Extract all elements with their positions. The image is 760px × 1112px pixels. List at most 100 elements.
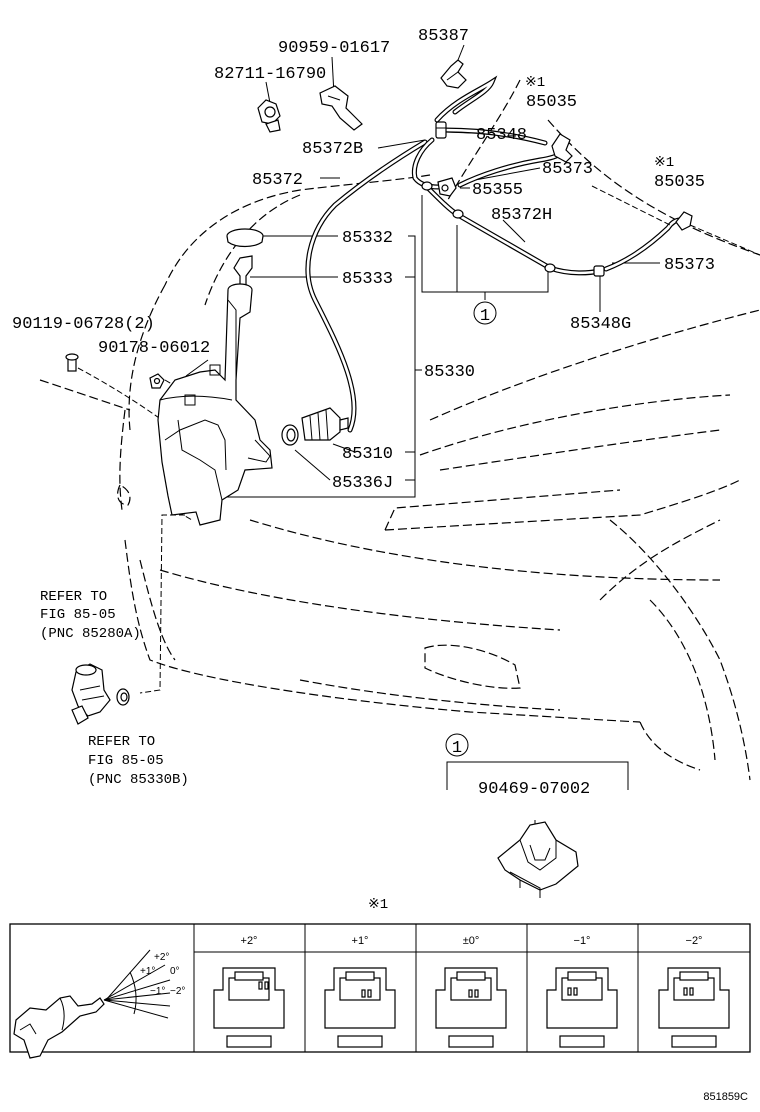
- callout-number: 1: [452, 739, 462, 758]
- connector-mark: [258, 981, 263, 990]
- connector-mark: [474, 989, 479, 998]
- connector-mark: [468, 989, 473, 998]
- ref-pump-motor: [71, 663, 111, 725]
- leader-lines: [185, 44, 660, 835]
- bolt-90119: [65, 353, 79, 372]
- connector-views: [213, 967, 730, 1048]
- note-marks: ※1 ※1 ※1: [368, 75, 674, 913]
- connector-base: [337, 1035, 383, 1048]
- connector-85348G: [593, 265, 605, 277]
- pump-85310: [301, 407, 349, 441]
- connector-mark: [567, 987, 572, 996]
- tee-85355: [437, 177, 457, 197]
- grommet-82711: [257, 99, 281, 133]
- label-85355: 85355: [472, 181, 523, 200]
- connector-view: [658, 967, 730, 1048]
- label-85310: 85310: [342, 445, 393, 464]
- label-85035-a: 85035: [526, 93, 577, 112]
- grommet-85336J: [281, 424, 299, 446]
- note-mark-85035-a: ※1: [525, 75, 545, 91]
- connector-mark: [683, 987, 688, 996]
- inset-angle-label: +2°: [154, 952, 169, 963]
- connector-base: [226, 1035, 272, 1048]
- angle-header-minus2: −2°: [686, 935, 703, 947]
- connector-mark: [361, 989, 366, 998]
- label-85373-b: 85373: [664, 256, 715, 275]
- inset-angle-label: −2°: [170, 986, 185, 997]
- label-85333: 85333: [342, 270, 393, 289]
- label-90119-06728: 90119-06728(2): [12, 315, 155, 334]
- refer-line: (PNC 85330B): [88, 772, 189, 788]
- refer-note-upper: REFER TO FIG 85-05 (PNC 85280A): [40, 589, 141, 642]
- label-85336J: 85336J: [332, 474, 393, 493]
- label-85348G: 85348G: [570, 315, 631, 334]
- nozzle-85035-a: [551, 133, 573, 163]
- label-90469-07002: 90469-07002: [478, 780, 590, 799]
- nozzle-85387: [440, 59, 467, 89]
- connector-mark: [367, 989, 372, 998]
- connector-base: [448, 1035, 494, 1048]
- connector-view: [435, 967, 507, 1048]
- label-85035-b: 85035: [654, 173, 705, 192]
- clip-90469: [497, 821, 579, 898]
- label-85332: 85332: [342, 229, 393, 248]
- connector-window: [228, 977, 270, 1001]
- label-85372H: 85372H: [491, 206, 552, 225]
- end-cap-85372B: [421, 181, 433, 191]
- callout-number: 1: [480, 307, 490, 326]
- refer-line: (PNC 85280A): [40, 626, 141, 642]
- connector-window: [673, 977, 715, 1001]
- label-85373-a: 85373: [542, 160, 593, 179]
- inset-angle-label: +1°: [140, 966, 155, 977]
- angle-header-zero: ±0°: [463, 935, 480, 947]
- label-82711-16790: 82711-16790: [214, 65, 326, 84]
- figure-code: 851859C: [703, 1091, 748, 1103]
- connector-view: [213, 967, 285, 1048]
- inset-angle-label: −1°: [150, 986, 165, 997]
- refer-line: FIG 85-05: [88, 753, 164, 769]
- connector-tab: [456, 971, 486, 981]
- vehicle-body-outline: [39, 79, 760, 781]
- connector-mark: [573, 987, 578, 996]
- connector-tab: [234, 971, 264, 981]
- label-85372B: 85372B: [302, 140, 363, 159]
- label-85330: 85330: [424, 363, 475, 382]
- angle-header-minus1: −1°: [574, 935, 591, 947]
- label-85387: 85387: [418, 27, 469, 46]
- connector-view: [546, 967, 618, 1048]
- note-mark-85035-b: ※1: [654, 155, 674, 171]
- callout-circle-lower: 1: [445, 733, 469, 758]
- connector-base: [671, 1035, 717, 1048]
- connector-base: [559, 1035, 605, 1048]
- label-90178-06012: 90178-06012: [98, 339, 210, 358]
- refer-note-lower: REFER TO FIG 85-05 (PNC 85330B): [88, 734, 189, 788]
- connector-mark: [689, 987, 694, 996]
- part-labels: 85387 90959-01617 82711-16790 85035 8534…: [12, 27, 715, 799]
- connector-85348: [435, 121, 447, 139]
- label-85348: 85348: [476, 126, 527, 145]
- connector-tab: [679, 971, 709, 981]
- connector-window: [339, 977, 381, 1001]
- clip-85372H: [452, 209, 556, 273]
- nut-90178: [149, 373, 165, 389]
- nozzle-85035-b: [675, 211, 693, 231]
- cap-85332: [226, 228, 264, 248]
- angle-header-plus1: +1°: [352, 935, 369, 947]
- connector-mark: [264, 981, 269, 990]
- connector-view: [324, 967, 396, 1048]
- refer-line: FIG 85-05: [40, 607, 116, 623]
- connector-tab: [345, 971, 375, 981]
- note-mark-table: ※1: [368, 897, 388, 913]
- nozzle-spray-inset: +2° +1° 0° −1° −2°: [13, 949, 185, 1059]
- reservoir-tank: [157, 283, 273, 526]
- connector-tab: [567, 971, 597, 981]
- label-85372: 85372: [252, 171, 303, 190]
- bracket-callout-1: [421, 195, 629, 790]
- clip-90959: [319, 85, 363, 131]
- angle-table: +2° +1° ±0° −1° −2° +2° +1° 0° −1° −2°: [9, 923, 751, 1059]
- inset-angle-label: 0°: [170, 966, 180, 977]
- refer-line: REFER TO: [40, 589, 107, 605]
- ref-grommet: [116, 688, 130, 706]
- callout-circle-upper: 1: [473, 301, 497, 326]
